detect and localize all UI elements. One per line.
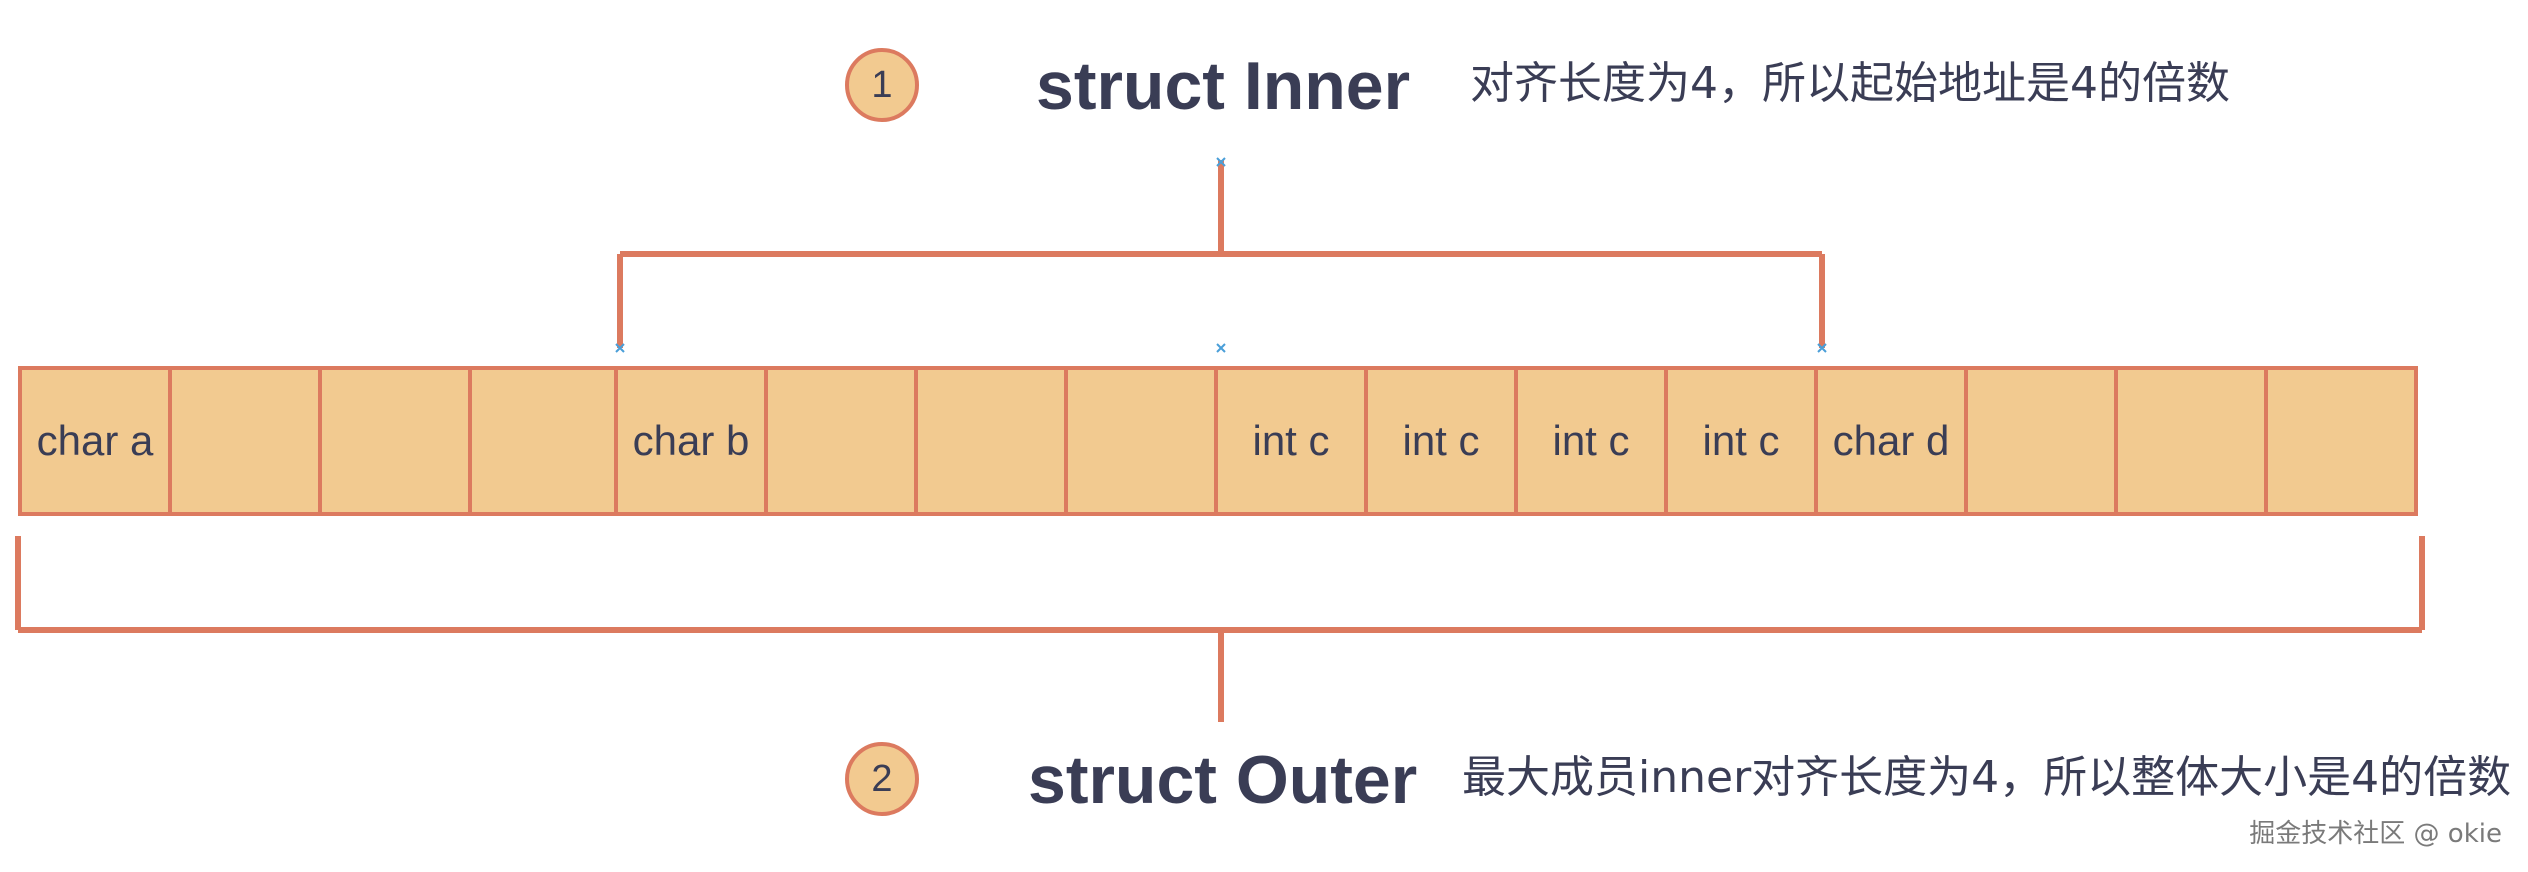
inner-struct-title: struct Inner (1036, 48, 1411, 124)
memory-cell-15 (2264, 366, 2418, 516)
memory-cell-14 (2114, 366, 2268, 516)
memory-cell-8: int c (1214, 366, 1368, 516)
inner-bracket (617, 160, 1825, 348)
memory-cell-3 (468, 366, 618, 516)
memory-cell-13 (1964, 366, 2118, 516)
memory-cell-2 (318, 366, 472, 516)
watermark: 掘金技术社区 @ okie (2249, 819, 2502, 849)
memory-cell-10: int c (1514, 366, 1668, 516)
memory-cell-0: char a (18, 366, 172, 516)
memory-cell-1 (168, 366, 322, 516)
anchor-marks (615, 157, 1827, 353)
memory-cell-6 (914, 366, 1068, 516)
outer-alignment-note: 最大成员inner对齐长度为4，所以整体大小是4的倍数 (1462, 752, 2512, 803)
memory-cell-7 (1064, 366, 1218, 516)
outer-step-badge: 2 (845, 742, 919, 816)
outer-bracket (15, 536, 2425, 722)
outer-struct-title: struct Outer (1028, 742, 1418, 818)
memory-cell-12: char d (1814, 366, 1968, 516)
inner-alignment-note: 对齐长度为4，所以起始地址是4的倍数 (1470, 58, 2230, 109)
inner-step-badge: 1 (845, 48, 919, 122)
memory-cell-9: int c (1364, 366, 1518, 516)
memory-cell-4: char b (614, 366, 768, 516)
memory-cell-11: int c (1664, 366, 1818, 516)
memory-cell-5 (764, 366, 918, 516)
